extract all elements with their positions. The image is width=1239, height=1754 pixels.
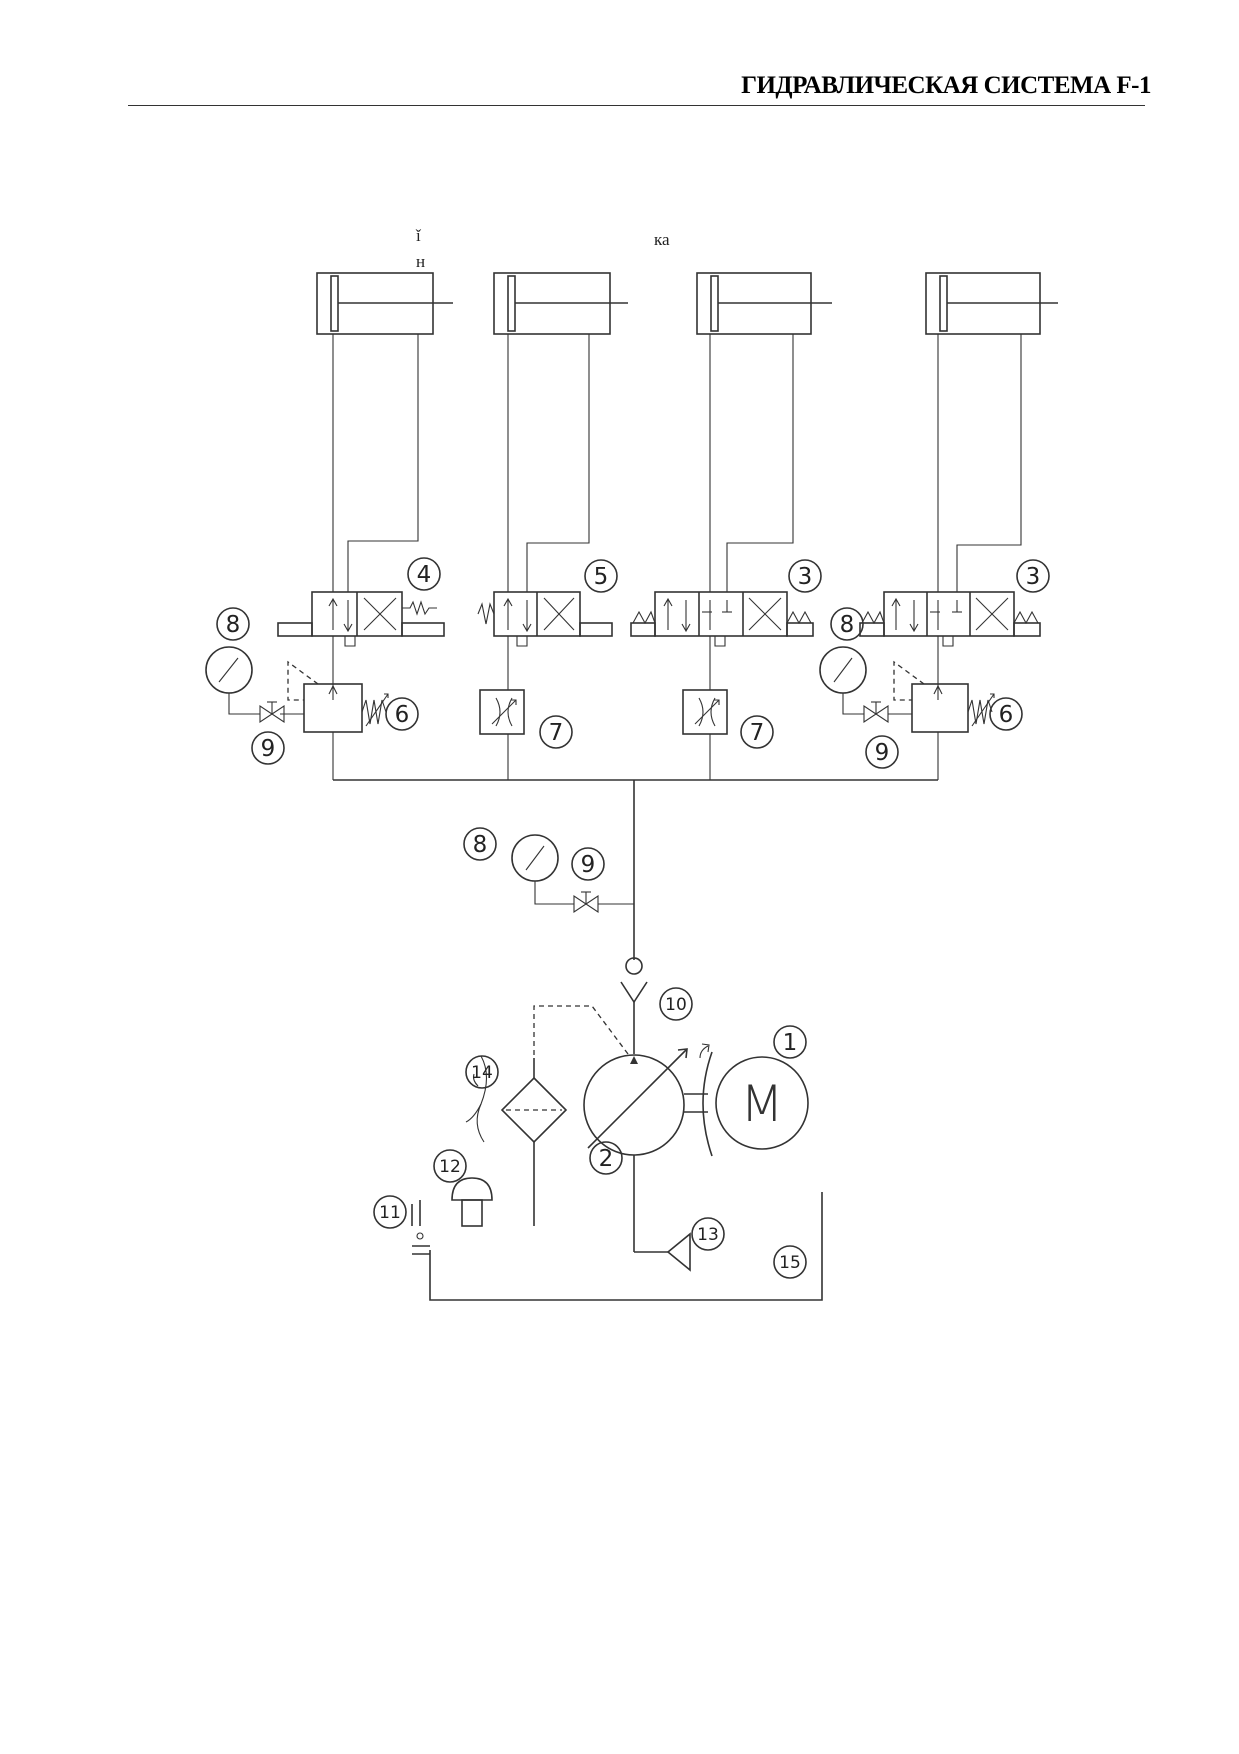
- callout-7b: 7: [740, 715, 774, 749]
- annotation-fragment: ка: [654, 230, 670, 249]
- flow-control-valve-7a: [479, 689, 525, 735]
- callout-5: 5: [584, 559, 618, 593]
- svg-text:7: 7: [750, 720, 765, 746]
- callout-6b: 6: [989, 697, 1023, 731]
- directional-valve-3b: [859, 591, 1041, 647]
- directional-valve-4: [277, 591, 445, 647]
- reservoir-15: [429, 1192, 823, 1301]
- callout-3a: 3: [788, 559, 822, 593]
- shutoff-valve-9c: [573, 891, 634, 914]
- page-title: ГИДРАВЛИЧЕСКАЯ СИСТЕМА F-1: [741, 72, 1151, 99]
- svg-text:3: 3: [798, 564, 813, 590]
- directional-valve-3a: [630, 591, 814, 647]
- strainer-13: [666, 1232, 691, 1272]
- pressure-relief-valve-6a: [280, 660, 389, 733]
- flow-control-valve-7b: [682, 689, 728, 735]
- callout-12: 12: [433, 1149, 467, 1183]
- svg-text:11: 11: [379, 1203, 401, 1223]
- callout-9b: 9: [865, 735, 899, 769]
- cylinder-1: [316, 272, 453, 335]
- svg-text:13: 13: [697, 1225, 719, 1245]
- svg-text:8: 8: [226, 612, 241, 638]
- svg-text:5: 5: [594, 564, 609, 590]
- electric-motor-1: M: [684, 1043, 809, 1157]
- cylinder-2: [493, 272, 628, 335]
- callout-15: 15: [773, 1245, 807, 1279]
- motor-letter: M: [740, 1075, 783, 1133]
- svg-text:8: 8: [473, 832, 488, 858]
- pressure-gauge-8a: [205, 646, 260, 715]
- svg-text:4: 4: [417, 562, 432, 588]
- svg-text:12: 12: [439, 1157, 461, 1177]
- directional-valve-5: [477, 591, 613, 647]
- header-divider: [128, 105, 1145, 106]
- shutoff-valve-9a: [259, 701, 285, 724]
- svg-text:9: 9: [261, 736, 276, 762]
- cylinder-4: [925, 272, 1058, 335]
- callout-10: 10: [659, 987, 693, 1021]
- svg-text:1: 1: [783, 1030, 798, 1056]
- callout-3b: 3: [1016, 559, 1050, 593]
- pressure-manifold-line: [333, 779, 938, 960]
- callout-11: 11: [373, 1195, 407, 1229]
- air-breather-12: [451, 1177, 493, 1227]
- filter-element: [500, 1058, 568, 1226]
- cylinder-lines: [332, 334, 1022, 592]
- callout-9c: 9: [571, 847, 605, 881]
- svg-text:14: 14: [471, 1063, 493, 1083]
- cooler-fan-14: [465, 1055, 488, 1143]
- variable-pump-2: [533, 1005, 688, 1253]
- pressure-gauge-8b: [819, 646, 867, 715]
- callout-8c: 8: [463, 827, 497, 861]
- shutoff-valve-9b: [863, 701, 889, 724]
- pressure-gauge-8c: [511, 834, 574, 905]
- svg-text:8: 8: [840, 612, 855, 638]
- annotation-fragment: ǐ: [416, 226, 421, 245]
- svg-text:10: 10: [665, 995, 687, 1015]
- svg-text:15: 15: [779, 1253, 801, 1273]
- callout-13: 13: [691, 1217, 725, 1251]
- cylinder-3: [696, 272, 832, 335]
- svg-text:9: 9: [581, 852, 596, 878]
- svg-text:6: 6: [999, 702, 1014, 728]
- svg-text:6: 6: [395, 702, 410, 728]
- svg-text:3: 3: [1026, 564, 1041, 590]
- pressure-relief-valve-6b: [888, 660, 995, 733]
- callout-2: 2: [589, 1141, 623, 1175]
- check-valve-10: [620, 957, 648, 1054]
- callout-8a: 8: [216, 607, 250, 641]
- callout-14: 14: [465, 1055, 499, 1089]
- callout-7a: 7: [539, 715, 573, 749]
- level-gauge-11: [411, 1200, 430, 1255]
- svg-text:2: 2: [599, 1146, 614, 1172]
- callout-4: 4: [407, 557, 441, 591]
- svg-text:7: 7: [549, 720, 564, 746]
- svg-text:9: 9: [875, 740, 890, 766]
- annotation-fragment: н: [416, 252, 426, 271]
- callout-9a: 9: [251, 731, 285, 765]
- callout-1: 1: [773, 1025, 807, 1059]
- valve-feed-lines: [332, 636, 939, 780]
- callout-6a: 6: [385, 697, 419, 731]
- callout-8b: 8: [830, 607, 864, 641]
